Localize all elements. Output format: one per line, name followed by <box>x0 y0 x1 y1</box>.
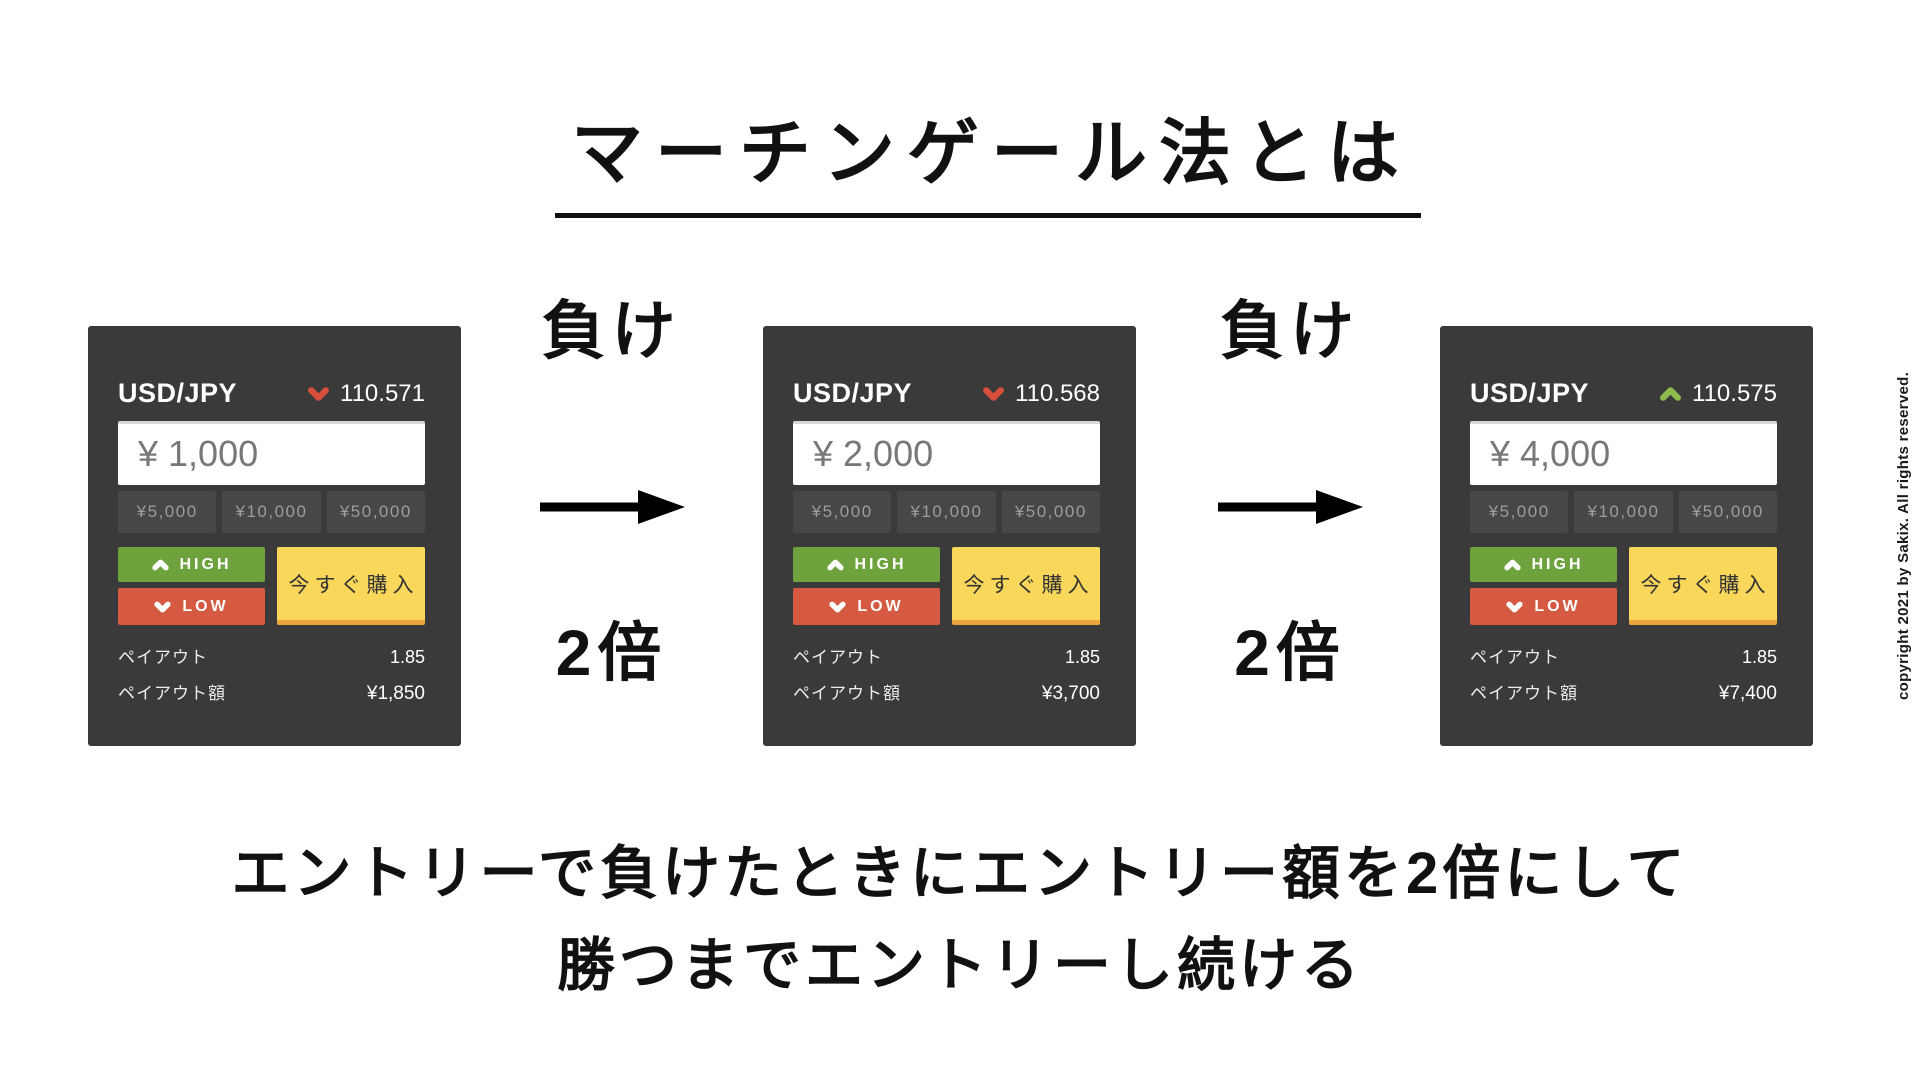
chevron-up-icon <box>1503 559 1521 571</box>
high-low-column: HIGH LOW <box>118 547 265 625</box>
payout-amount-row: ペイアウト額 ¥1,850 <box>118 679 425 705</box>
bet-amount-input[interactable] <box>793 421 1100 485</box>
payout-amount-label: ペイアウト額 <box>118 684 226 703</box>
trade-panel-header: USD/JPY 110.568 <box>793 378 1100 409</box>
low-button[interactable]: LOW <box>1470 588 1617 625</box>
preset-10000-button[interactable]: ¥10,000 <box>897 491 996 533</box>
right-arrow-icon <box>1215 487 1365 527</box>
lose-label: 負け <box>541 295 682 367</box>
buy-now-button[interactable]: 今すぐ購入 <box>952 547 1100 625</box>
payout-rate-value: 1.85 <box>1741 647 1777 667</box>
payout-rate-label: ペイアウト <box>793 648 883 667</box>
trade-panel-2: USD/JPY 110.568 ¥5,000 ¥10,000 ¥50,000 H… <box>763 326 1136 746</box>
bet-amount-input[interactable] <box>118 421 425 485</box>
high-button[interactable]: HIGH <box>793 547 940 582</box>
preset-50000-button[interactable]: ¥50,000 <box>1678 491 1777 533</box>
chevron-up-icon <box>826 559 844 571</box>
payout-amount-value: ¥1,850 <box>366 683 425 704</box>
buy-now-button[interactable]: 今すぐ購入 <box>277 547 425 625</box>
high-low-column: HIGH LOW <box>1470 547 1617 625</box>
low-label: LOW <box>182 597 229 615</box>
preset-50000-button[interactable]: ¥50,000 <box>326 491 425 533</box>
preset-5000-button[interactable]: ¥5,000 <box>1470 491 1569 533</box>
high-label: HIGH <box>854 555 907 573</box>
preset-amounts: ¥5,000 ¥10,000 ¥50,000 <box>118 491 425 533</box>
payout-amount-row: ペイアウト額 ¥3,700 <box>793 679 1100 705</box>
high-low-column: HIGH LOW <box>793 547 940 625</box>
payout-amount-value: ¥3,700 <box>1041 683 1100 704</box>
low-button[interactable]: LOW <box>118 588 265 625</box>
trade-panel-header: USD/JPY 110.575 <box>1470 378 1777 409</box>
buy-now-button[interactable]: 今すぐ購入 <box>1629 547 1777 625</box>
preset-5000-button[interactable]: ¥5,000 <box>118 491 217 533</box>
double-label: 2倍 <box>1234 617 1346 690</box>
currency-pair-label: USD/JPY <box>1470 378 1590 408</box>
payout-amount-label: ペイアウト額 <box>793 684 901 703</box>
lose-label: 負け <box>1220 295 1360 367</box>
current-price: 110.571 <box>340 379 425 407</box>
preset-amounts: ¥5,000 ¥10,000 ¥50,000 <box>1470 491 1777 533</box>
payout-rate-row: ペイアウト 1.85 <box>1470 643 1777 668</box>
right-arrow-icon <box>537 487 687 527</box>
payout-rate-row: ペイアウト 1.85 <box>793 643 1100 668</box>
trade-panel-header: USD/JPY 110.571 <box>118 378 425 409</box>
currency-pair-label: USD/JPY <box>118 378 238 408</box>
caption-line-1: エントリーで負けたときにエントリー額を2倍にして <box>231 841 1689 906</box>
preset-50000-button[interactable]: ¥50,000 <box>1001 491 1100 533</box>
chevron-up-icon <box>151 559 169 571</box>
page-title: マーチンゲール法とは <box>554 94 1422 218</box>
price-block: 110.568 <box>982 380 1100 408</box>
preset-5000-button[interactable]: ¥5,000 <box>793 491 892 533</box>
payout-rate-row: ペイアウト 1.85 <box>118 643 425 668</box>
preset-amounts: ¥5,000 ¥10,000 ¥50,000 <box>793 491 1100 533</box>
price-block: 110.571 <box>307 380 425 408</box>
order-actions: HIGH LOW 今すぐ購入 <box>793 547 1100 625</box>
high-button[interactable]: HIGH <box>1470 547 1617 582</box>
payout-amount-row: ペイアウト額 ¥7,400 <box>1470 679 1777 705</box>
low-label: LOW <box>1534 597 1581 615</box>
step-connector-1: 負け 2倍 <box>460 295 763 690</box>
copyright-notice: copyright 2021 by Sakix. All rights rese… <box>1895 371 1912 701</box>
payout-rate-label: ペイアウト <box>118 648 208 667</box>
payout-rate-value: 1.85 <box>1064 647 1100 667</box>
preset-10000-button[interactable]: ¥10,000 <box>222 491 321 533</box>
chevron-down-icon <box>829 601 846 613</box>
caption-line-2: 勝つまでエントリーし続ける <box>556 933 1363 998</box>
high-label: HIGH <box>179 555 232 573</box>
payout-rate-value: 1.85 <box>389 647 425 667</box>
payout-amount-label: ペイアウト額 <box>1470 684 1578 703</box>
high-label: HIGH <box>1531 555 1584 573</box>
payout-amount-value: ¥7,400 <box>1718 683 1777 704</box>
chevron-down-icon <box>154 601 171 613</box>
current-price: 110.575 <box>1692 379 1777 407</box>
low-button[interactable]: LOW <box>793 588 940 625</box>
trend-up-icon <box>1659 386 1682 402</box>
trend-down-icon <box>307 386 330 402</box>
step-connector-2: 負け 2倍 <box>1140 295 1440 690</box>
current-price: 110.568 <box>1015 379 1100 407</box>
price-block: 110.575 <box>1659 380 1777 408</box>
double-label: 2倍 <box>555 617 668 690</box>
order-actions: HIGH LOW 今すぐ購入 <box>118 547 425 625</box>
order-actions: HIGH LOW 今すぐ購入 <box>1470 547 1777 625</box>
chevron-down-icon <box>1506 601 1523 613</box>
bet-amount-input[interactable] <box>1470 421 1777 485</box>
trend-down-icon <box>982 386 1005 402</box>
payout-rate-label: ペイアウト <box>1470 648 1560 667</box>
preset-10000-button[interactable]: ¥10,000 <box>1574 491 1673 533</box>
trade-panel-3: USD/JPY 110.575 ¥5,000 ¥10,000 ¥50,000 H… <box>1440 326 1813 746</box>
currency-pair-label: USD/JPY <box>793 378 913 408</box>
low-label: LOW <box>857 597 904 615</box>
trade-panel-1: USD/JPY 110.571 ¥5,000 ¥10,000 ¥50,000 H… <box>88 326 461 746</box>
high-button[interactable]: HIGH <box>118 547 265 582</box>
